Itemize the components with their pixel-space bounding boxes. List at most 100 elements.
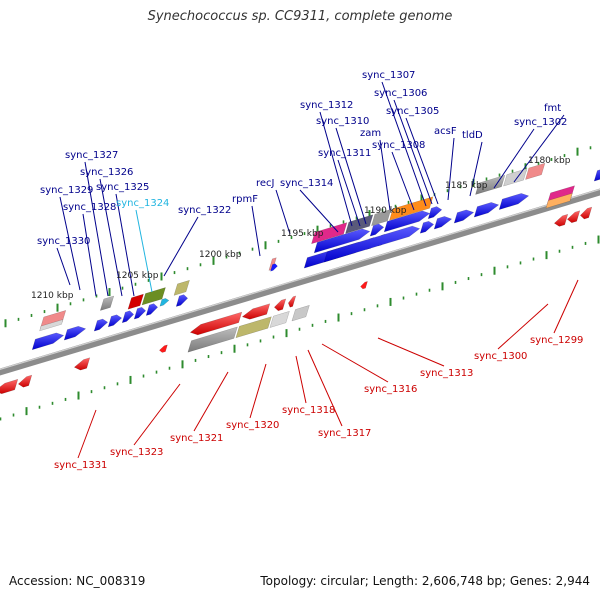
- gene-label-forward: sync_1306: [374, 88, 427, 99]
- forward-gene-arrow: [175, 294, 189, 307]
- backbone: [0, 188, 600, 376]
- scale-label: 1200 kbp: [199, 250, 242, 260]
- gene-label-forward: sync_1311: [318, 148, 371, 159]
- gene-label-forward: sync_1324: [116, 198, 169, 209]
- reverse-gene-arrow: [0, 378, 19, 394]
- map-title: Synechococcus sp. CC9311, complete genom…: [147, 9, 453, 24]
- genome-summary-text: Topology: circular; Length: 2,606,748 bp…: [260, 574, 590, 588]
- feature-block: [311, 222, 348, 245]
- forward-gene-arrow: [133, 306, 147, 320]
- gene-label-forward: sync_1307: [362, 70, 415, 81]
- label-layer: 1180 kbp 1185 kbp 1190 kbp 1195 kbp 1200 kbp…: [31, 70, 583, 471]
- leader-line: [77, 409, 97, 459]
- feature-block: [525, 162, 546, 180]
- forward-gene-arrow: [498, 193, 530, 210]
- forward-gene-arrow: [369, 223, 385, 237]
- feature-block: [235, 316, 272, 339]
- gene-label-forward: sync_1302: [514, 117, 567, 128]
- leader-line: [135, 209, 153, 293]
- reverse-gene-arrow: [566, 210, 581, 223]
- feature-block: [141, 287, 166, 306]
- forward-gene-arrow: [31, 332, 65, 351]
- gene-label-forward: sync_1305: [386, 106, 439, 117]
- reverse-marker: [360, 281, 368, 290]
- leader-line: [56, 247, 71, 286]
- scale-label: 1195 kbp: [281, 229, 324, 239]
- forward-gene-arrow: [427, 206, 443, 220]
- gene-label-reverse: sync_1313: [420, 368, 473, 379]
- leader-line: [377, 337, 445, 367]
- scale-label: 1205 kbp: [116, 271, 159, 281]
- gene-label-forward: tldD: [462, 130, 483, 141]
- reverse-gene-arrow: [288, 295, 297, 308]
- leader-line: [497, 303, 549, 350]
- feature-block: [127, 293, 144, 310]
- leader-line: [379, 139, 391, 211]
- leader-line: [193, 371, 229, 432]
- feature-layer: [39, 162, 575, 353]
- gene-layer: [0, 169, 600, 394]
- leader-line: [307, 349, 343, 427]
- feature-block: [371, 209, 392, 227]
- feature-block: [389, 196, 434, 221]
- gene-label-forward: sync_1325: [96, 182, 149, 193]
- gene-label-forward: recJ: [256, 178, 275, 189]
- forward-gene-arrow: [145, 303, 159, 316]
- leader-line: [337, 159, 361, 227]
- forward-gene-arrow: [63, 326, 87, 341]
- gene-label-forward: sync_1328: [63, 202, 116, 213]
- forward-gene-arrow: [121, 310, 135, 324]
- leader-line: [469, 141, 483, 197]
- gene-label-forward: sync_1314: [280, 178, 333, 189]
- scale-label: 1210 kbp: [31, 291, 74, 301]
- reverse-gene-arrow: [17, 374, 33, 388]
- gene-label-forward: rpmF: [232, 194, 258, 205]
- leader-layer: [56, 81, 579, 459]
- leader-line: [59, 196, 81, 291]
- feature-block: [187, 326, 238, 353]
- forward-gene-arrow: [383, 210, 431, 233]
- leader-line: [249, 363, 267, 419]
- feature-block: [291, 304, 310, 322]
- feature-block: [99, 295, 115, 311]
- gene-label-forward: sync_1308: [372, 140, 425, 151]
- gene-label-forward: sync_1310: [316, 116, 369, 127]
- accession-text: Accession: NC_008319: [9, 574, 146, 588]
- reverse-marker: [159, 344, 168, 353]
- leader-line: [405, 117, 439, 205]
- leader-line: [319, 111, 353, 227]
- highlight-gene-arrow: [159, 298, 170, 307]
- scale-label: 1180 kbp: [528, 156, 571, 166]
- forward-gene-arrow: [93, 318, 109, 332]
- forward-gene-arrow: [313, 228, 371, 254]
- gene-label-forward: acsF: [434, 126, 457, 137]
- forward-gene-arrow: [473, 202, 500, 218]
- gene-label-forward: sync_1329: [40, 185, 93, 196]
- reverse-gene-arrow: [73, 357, 91, 371]
- leader-line: [493, 128, 535, 189]
- leader-line: [447, 137, 455, 201]
- scale-label: 1185 kbp: [445, 181, 488, 191]
- leader-line: [299, 189, 339, 233]
- leader-line: [99, 178, 123, 297]
- leader-line: [393, 99, 433, 205]
- forward-gene-arrow: [433, 216, 453, 230]
- forward-gene-arrow: [453, 209, 475, 224]
- gene-label-forward: sync_1322: [178, 205, 231, 216]
- gene-label-reverse: sync_1331: [54, 460, 107, 471]
- gene-label-reverse: sync_1321: [170, 433, 223, 444]
- feature-block: [503, 168, 528, 187]
- backbone-layer: [0, 188, 600, 376]
- gene-label-reverse: sync_1317: [318, 428, 371, 439]
- scale-label: 1190 kbp: [364, 206, 407, 216]
- reverse-gene-arrow: [273, 298, 287, 312]
- forward-gene-arrow: [419, 220, 435, 234]
- forward-gene-arrow: [323, 225, 421, 263]
- forward-gene-arrow: [593, 169, 600, 182]
- gene-label-reverse: sync_1318: [282, 405, 335, 416]
- leader-line: [133, 383, 181, 446]
- gene-label-forward: sync_1327: [65, 150, 118, 161]
- gene-label-reverse: sync_1316: [364, 384, 417, 395]
- gene-label-reverse: sync_1299: [530, 335, 583, 346]
